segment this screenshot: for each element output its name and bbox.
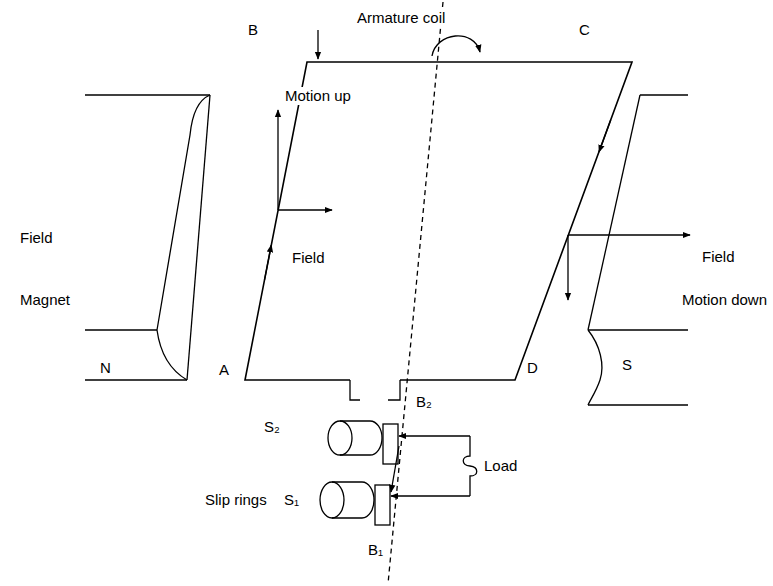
south-pole	[588, 95, 688, 405]
pole-label: S	[620, 356, 634, 374]
north-pole	[85, 95, 210, 380]
part-name: Armature coil	[355, 9, 447, 27]
vertex-label: A	[217, 361, 231, 379]
current-arrow	[391, 446, 399, 492]
current-arrow	[265, 245, 272, 280]
rotation-axis	[388, 2, 443, 584]
brush	[375, 485, 390, 525]
motion-arrow	[277, 110, 278, 210]
part-label: B₂	[414, 393, 434, 411]
part-name: Magnet	[18, 291, 72, 309]
direction-label: Field	[290, 249, 327, 267]
direction-label: Motion up	[283, 87, 353, 105]
load-symbol	[463, 436, 477, 496]
part-name: Field	[18, 229, 55, 247]
part-name: Load	[482, 457, 519, 475]
part-label: B₁	[366, 541, 385, 559]
field-arrow	[568, 234, 690, 235]
load-wire	[399, 435, 470, 436]
brush	[383, 424, 398, 464]
direction-label: Field	[700, 248, 737, 266]
vertex-label: D	[525, 359, 540, 377]
current-arrow	[599, 120, 611, 152]
vertex-label: B	[246, 21, 260, 39]
leader-arrow	[317, 30, 318, 59]
pole-label: N	[98, 359, 113, 377]
coil-lead	[350, 380, 360, 400]
direction-label: Motion down	[680, 291, 769, 309]
motion-arrow	[567, 235, 568, 300]
load-wire	[391, 495, 470, 496]
part-name: Slip rings	[203, 491, 269, 509]
slip-ring	[320, 482, 374, 518]
coil-lead	[388, 380, 400, 400]
part-label: S₁	[282, 491, 301, 509]
slip-ring	[328, 421, 382, 455]
field-arrow	[278, 209, 332, 210]
part-label: S₂	[262, 418, 282, 436]
armature-coil	[245, 62, 632, 380]
rotation-arrow	[432, 36, 480, 56]
vertex-label: C	[577, 21, 592, 39]
